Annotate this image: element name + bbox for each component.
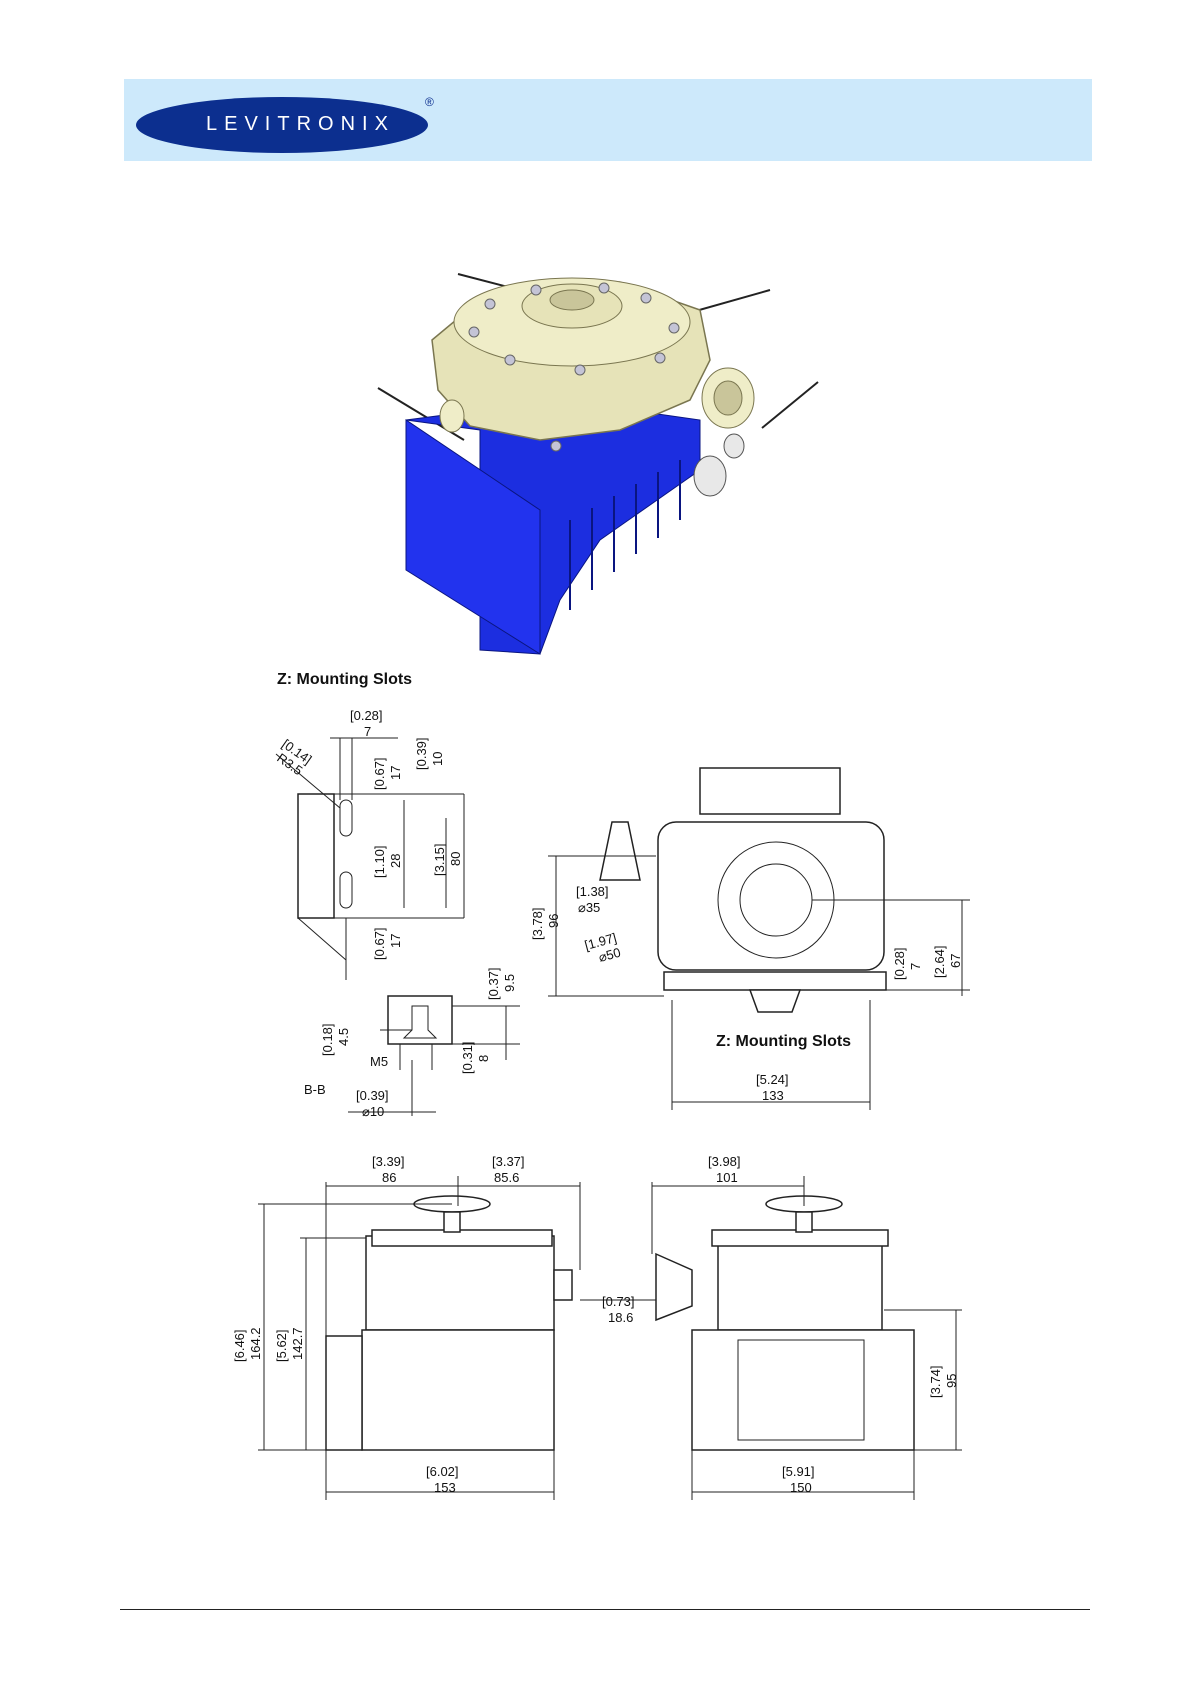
dim-top-offset-mm: 10 — [430, 752, 445, 766]
pump-side-elevation-left — [258, 1176, 660, 1500]
dim-left-w1-mm: 86 — [382, 1170, 396, 1185]
bracket-side-view — [275, 737, 465, 980]
dim-bracket-height-mm: 80 — [448, 852, 463, 866]
pump-side-elevation-right — [651, 1176, 962, 1500]
dim-upper-slot-in: [0.67] — [372, 757, 387, 790]
dim-body-h-in: [5.62] — [274, 1329, 289, 1362]
pump-illustration — [377, 273, 819, 655]
thread-label: M5 — [370, 1054, 388, 1069]
dim-thread-depth-mm: 9.5 — [502, 974, 517, 992]
dim-front-height-in: [3.78] — [530, 907, 545, 940]
dim-bracket-height-in: [3.15] — [432, 843, 447, 876]
footer-rule — [120, 1609, 1090, 1610]
pump-head — [431, 277, 755, 452]
dim-thread-step-in: [0.18] — [320, 1023, 335, 1056]
dim-outer-dia-mm: ⌀50 — [597, 945, 622, 965]
dim-top-offset-in: [0.39] — [414, 737, 429, 770]
dim-thread-base-mm: 8 — [476, 1055, 491, 1062]
dim-inner-dia-mm: ⌀35 — [578, 900, 600, 915]
dim-bore-mm: ⌀10 — [362, 1104, 384, 1119]
dim-total-h-mm: 164.2 — [248, 1327, 263, 1360]
pump-front-view — [548, 767, 970, 1110]
brand-text: LEVITRONIX — [206, 113, 395, 135]
dim-foot-height-in: [0.28] — [892, 947, 907, 980]
dim-slot-pitch-in: [5.24] — [756, 1072, 789, 1087]
dim-thread-step-mm: 4.5 — [336, 1028, 351, 1046]
section-label: B-B — [304, 1082, 326, 1097]
dim-right-w-in: [3.98] — [708, 1154, 741, 1169]
mounting-slots-title-front: Z: Mounting Slots — [716, 1033, 851, 1050]
dim-right-base-in: [5.91] — [782, 1464, 815, 1479]
dim-outlet-h-in: [0.73] — [602, 1294, 635, 1309]
header-band: LEVITRONIX ® — [124, 79, 1092, 161]
levitronix-logo: LEVITRONIX ® — [136, 95, 434, 153]
dim-body-h-mm: 142.7 — [290, 1327, 305, 1360]
dim-foot-height-mm: 7 — [908, 963, 923, 970]
dim-left-base-in: [6.02] — [426, 1464, 459, 1479]
dim-left-w1-in: [3.39] — [372, 1154, 405, 1169]
dim-left-w2-in: [3.37] — [492, 1154, 525, 1169]
dim-slot-pitch-mm: 133 — [762, 1088, 784, 1103]
dim-lower-slot-in: [0.67] — [372, 927, 387, 960]
dim-axis-height-in: [2.64] — [932, 945, 947, 978]
dim-right-h-in: [3.74] — [928, 1365, 943, 1398]
dim-slot-width-mm: 7 — [364, 724, 371, 739]
dim-slot-width-in: [0.28] — [350, 708, 383, 723]
mounting-slots-title-side: Z: Mounting Slots — [277, 671, 412, 688]
dim-slot-spacing-in: [1.10] — [372, 845, 387, 878]
dim-thread-depth-in: [0.37] — [486, 967, 501, 1000]
dim-right-h-mm: 95 — [944, 1374, 959, 1388]
dim-thread-base-in: [0.31] — [460, 1041, 475, 1074]
dim-inner-dia-in: [1.38] — [576, 884, 609, 899]
dim-upper-slot-mm: 17 — [388, 766, 403, 780]
dim-outlet-h-mm: 18.6 — [608, 1310, 633, 1325]
dim-axis-height-mm: 67 — [948, 954, 963, 968]
dim-left-base-mm: 153 — [434, 1480, 456, 1495]
dim-left-w2-mm: 85.6 — [494, 1170, 519, 1185]
section-b-b — [348, 995, 520, 1116]
dim-total-h-in: [6.46] — [232, 1329, 247, 1362]
dim-lower-slot-mm: 17 — [388, 934, 403, 948]
dim-right-w-mm: 101 — [716, 1170, 738, 1185]
dim-bore-in: [0.39] — [356, 1088, 389, 1103]
registered-mark: ® — [425, 95, 434, 109]
dim-right-base-mm: 150 — [790, 1480, 812, 1495]
cable-glands — [693, 433, 745, 497]
dim-slot-spacing-mm: 28 — [388, 854, 403, 868]
dim-front-height-mm: 96 — [546, 914, 561, 928]
